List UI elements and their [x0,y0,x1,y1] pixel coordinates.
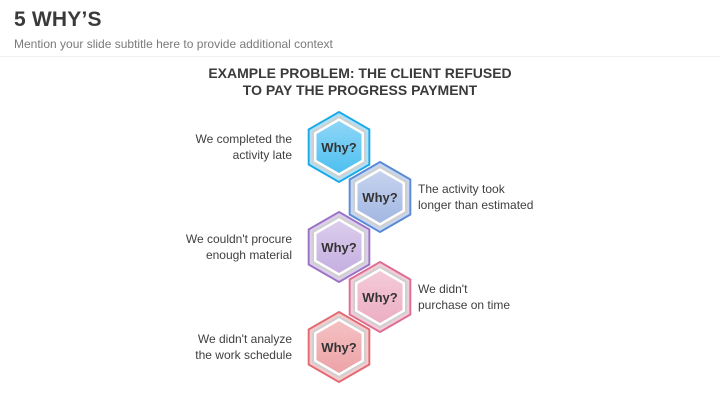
step-3-description: We couldn't procure enough material [142,231,292,263]
step-1-description: We completed the activity late [142,131,293,163]
description-line: The activity took [418,182,505,196]
hexagon-inner-fill [357,271,403,323]
slide-subtitle: Mention your slide subtitle here to prov… [14,37,333,51]
hexagon-accent-ring [350,263,410,331]
why-hexagon-5: Why? [307,310,371,384]
why-hexagon-1: Why? [307,110,371,184]
description-line: the work schedule [195,348,292,362]
step-5-description: We didn't analyze the work schedule [142,331,292,363]
why-hexagon-3: Why? [307,210,371,284]
slide-title: 5 WHY’S [14,8,102,31]
description-line: enough material [205,248,292,262]
why-hexagon-2: Why? [348,160,412,234]
header-divider [0,56,720,57]
why-label: Why? [362,290,397,305]
hexagon-accent-ring [309,213,369,281]
problem-heading: EXAMPLE PROBLEM: THE CLIENT REFUSED TO P… [160,65,560,99]
why-label: Why? [321,240,356,255]
why-hexagon-4: Why? [348,260,412,334]
description-line: We didn't [418,282,468,296]
problem-heading-line-2: TO PAY THE PROGRESS PAYMENT [242,82,478,98]
description-line: We couldn't procure [185,232,292,246]
step-4-description: We didn't purchase on time [418,281,568,313]
hexagon-accent-ring [309,313,369,381]
description-line: purchase on time [418,298,511,312]
why-label: Why? [321,340,356,355]
why-label: Why? [362,190,397,205]
hexagon-inner-fill [316,221,362,273]
hexagon-inner-fill [316,121,362,173]
hexagon-inner-fill [357,171,403,223]
why-label: Why? [321,140,356,155]
description-line: We completed the [195,132,293,146]
description-line: activity late [232,148,292,162]
hexagon-accent-ring [309,113,369,181]
hexagon-inner-fill [316,321,362,373]
problem-heading-line-1: EXAMPLE PROBLEM: THE CLIENT REFUSED [208,65,512,81]
description-line: We didn't analyze [197,332,292,346]
hexagon-accent-ring [350,163,410,231]
description-line: longer than estimated [418,198,534,212]
step-2-description: The activity took longer than estimated [418,181,568,213]
